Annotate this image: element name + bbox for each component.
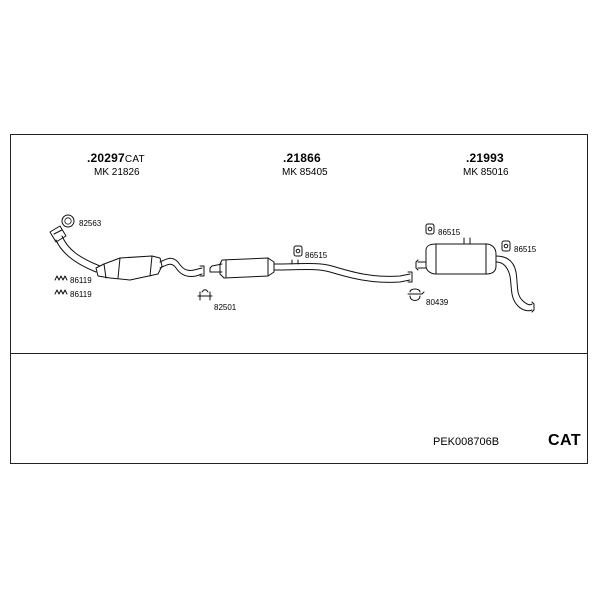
clamp-label-front: 82501 [214,303,237,312]
mk-number-middle: MK 85405 [282,167,328,178]
clamp-icon-rear [407,288,425,301]
spring-label-b: 86119 [70,290,92,299]
middle-silencer-pipe [209,257,413,283]
frame-divider [10,353,588,354]
part-number-front: .20297CAT [87,151,145,165]
rubber-label-rear-a: 86515 [438,228,461,237]
part-number-front-suffix: CAT [124,154,145,165]
cat-badge: CAT [548,432,582,449]
clamp-label-rear: 80439 [426,298,449,307]
front-pipe-catalytic-converter [49,225,205,281]
spring-icon-b [54,289,68,295]
mk-number-front: MK 21826 [94,167,140,178]
part-number-rear: .21993 [466,151,504,165]
clamp-icon-front [197,289,213,301]
diagram-frame [10,134,588,464]
spring-icon-a [54,275,68,281]
mk-number-rear: MK 85016 [463,167,509,178]
rubber-mount-icon-rear-b [501,240,511,252]
spring-label-a: 86119 [70,276,92,285]
rubber-label-rear-b: 86515 [514,245,537,254]
rubber-mount-icon-rear-a [425,223,435,235]
rubber-label-middle: 86515 [305,251,328,260]
rear-silencer-tailpipe [415,237,535,313]
part-number-middle: .21866 [283,151,321,165]
sealing-ring-icon [61,214,75,228]
rubber-mount-icon-middle [293,245,303,257]
part-number-front-value: .20297 [87,151,125,165]
ring-label: 82563 [79,219,102,228]
set-code: PEK008706B [433,436,500,448]
